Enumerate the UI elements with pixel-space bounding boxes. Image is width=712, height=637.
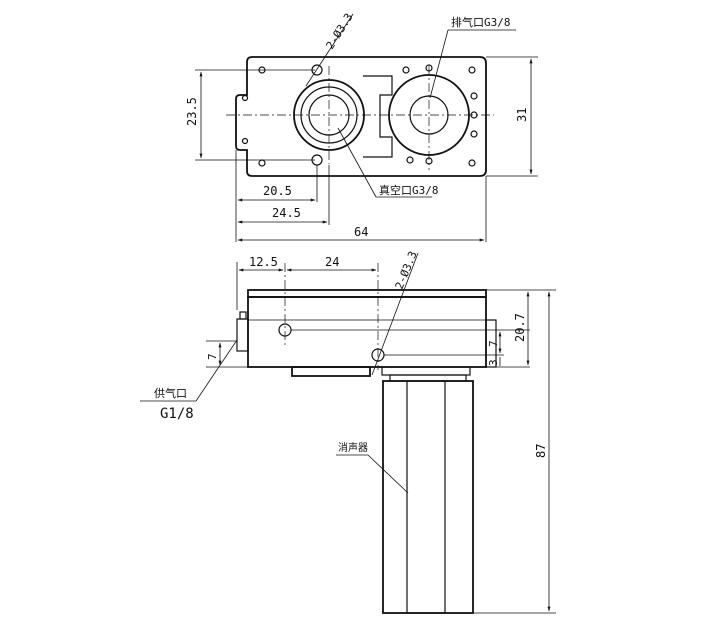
mounting-holes-label: 2-Ø3.3 [324,11,356,52]
exhaust-port-label: 排气口G3/8 [451,15,511,29]
dim-12-5: 12.5 [249,255,278,269]
muffler-inner [406,380,446,614]
vacuum-leader-d [337,127,377,198]
right-fitting [485,319,497,368]
bottom-port [381,366,471,376]
exhaust-side-hole [425,64,433,72]
muffler-leader-d [367,454,409,494]
exhaust-side-hole [470,111,478,119]
supply-leader-d [195,339,238,402]
side-holes-leader [371,252,419,376]
bottom-flange [291,366,371,377]
side-top-plate [247,289,487,298]
side-main-body [247,296,487,368]
exhaust-side-hole [402,66,410,74]
dim-24: 24 [325,255,339,269]
mounting-holes-leader [305,13,354,87]
exhaust-port-inner [409,95,449,135]
dim-7-right: 7 [487,340,500,347]
corner-hole [258,159,266,167]
dim-64: 64 [354,225,368,239]
center-block [363,75,393,158]
supply-fitting [236,318,249,352]
exhaust-side-hole [470,130,478,138]
supply-port-label: 供气口 [154,386,187,400]
muffler-label: 消声器 [338,441,368,454]
corner-hole [468,159,476,167]
corner-hole [468,66,476,74]
dim-20-7: 20.7 [513,313,527,342]
supply-port-size: G1/8 [160,406,194,422]
muffler-body [382,380,474,614]
exhaust-side-hole [470,92,478,100]
dim-24-5: 24.5 [272,206,301,220]
dim-87: 87 [534,444,548,458]
dim-3: 3 [487,359,500,366]
vacuum-port-inner [308,94,350,136]
supply-fitting-cap [239,311,247,320]
top-view: 2-Ø3.3 排气口G3/8 真空口G3/8 23.5 31 20.5 24.5 [185,11,538,242]
vacuum-port-ring [300,86,358,144]
dim-23-5: 23.5 [185,97,199,126]
corner-hole [241,137,249,145]
corner-hole [241,94,249,102]
side-holes-label: 2-Ø3.3 [393,249,420,291]
vacuum-port-outer [293,79,365,151]
side-view: 12.5 24 2-Ø3.3 20.7 7 3 87 7 供气口 G1/8 消声… [140,249,556,614]
exhaust-side-hole [406,156,414,164]
vacuum-port-label: 真空口G3/8 [379,183,439,197]
dim-7-left: 7 [206,353,219,360]
exhaust-leader-d [429,29,449,99]
dim-31: 31 [515,108,529,122]
exhaust-side-hole [425,157,433,165]
dim-20-5: 20.5 [263,184,292,198]
exhaust-port-outer [388,74,470,156]
